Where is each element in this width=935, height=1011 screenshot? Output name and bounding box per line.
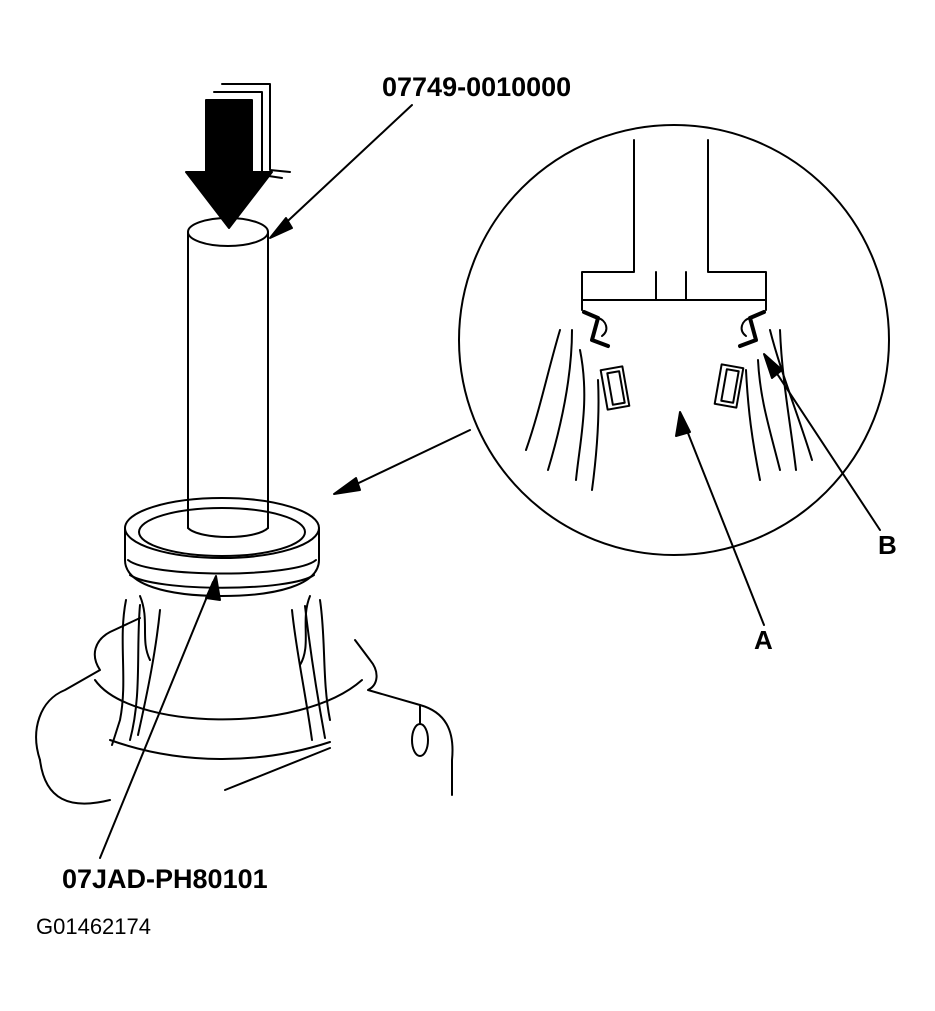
- figure-id-label: G01462174: [36, 914, 151, 939]
- callout-a-label: A: [754, 625, 773, 655]
- callout-b-label: B: [878, 530, 897, 560]
- housing-body: [35, 617, 454, 805]
- leader-tool-top: [269, 104, 413, 239]
- seal-bore-neck: [111, 497, 331, 746]
- tool-bottom-label: 07JAD-PH80101: [62, 864, 268, 894]
- leader-tool-bottom: [99, 575, 221, 859]
- driver-shaft: [187, 217, 269, 538]
- press-arrow-icon: [185, 83, 291, 229]
- detail-circle: [333, 124, 890, 626]
- tool-top-label: 07749-0010000: [382, 72, 572, 102]
